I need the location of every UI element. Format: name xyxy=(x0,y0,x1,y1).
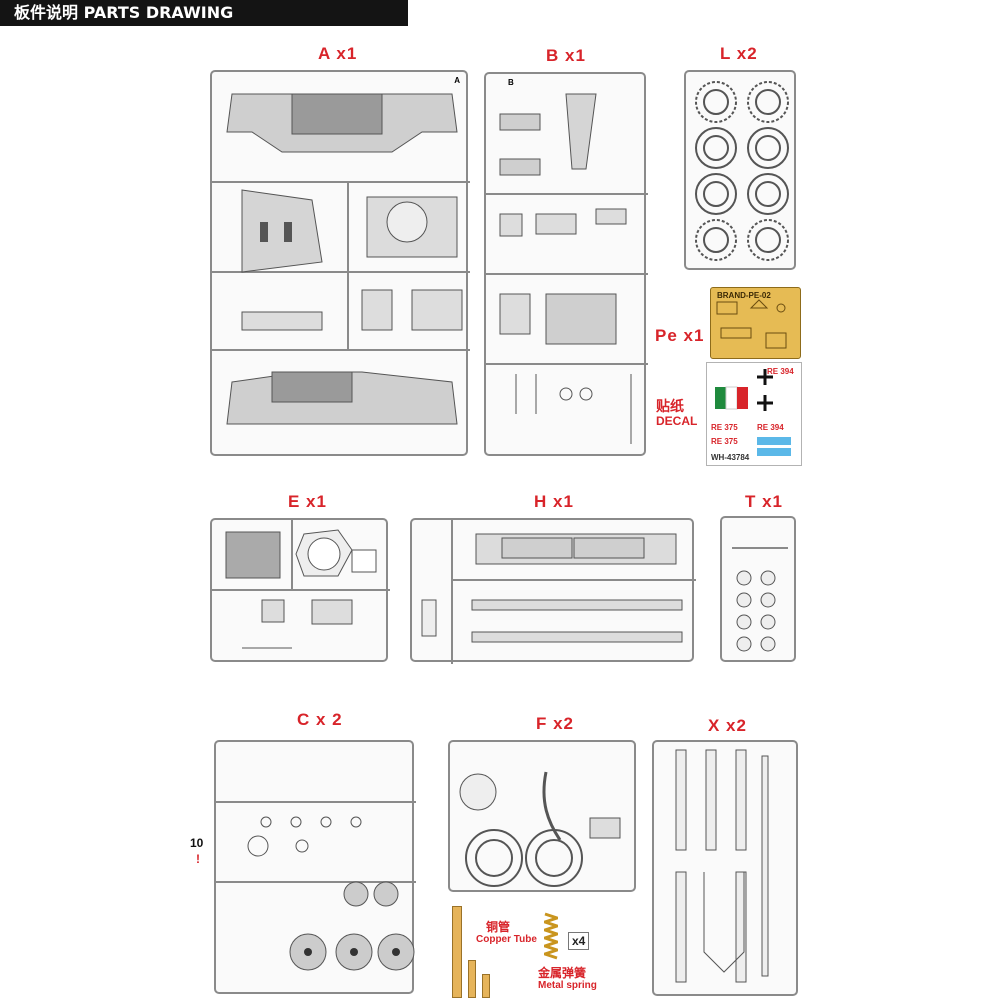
sprue-b-frame: B xyxy=(484,72,648,456)
sprue-e-frame xyxy=(210,518,390,662)
page-header: 板件说明 PARTS DRAWING xyxy=(0,0,408,26)
sprue-t-parts xyxy=(732,547,788,652)
sprue-h-parts xyxy=(421,520,696,664)
decal-code-4: RE 394 xyxy=(767,367,794,376)
sprue-x-frame xyxy=(652,740,798,996)
decal-code-2: RE 394 xyxy=(757,423,784,432)
pe-code: BRAND-PE-02 xyxy=(717,291,771,300)
sprue-h-label: H x1 xyxy=(534,492,574,511)
sprue-t-label: T x1 xyxy=(745,492,784,511)
sprue-x-parts xyxy=(675,749,769,983)
copper-tube-long xyxy=(452,906,462,998)
copper-tube-short xyxy=(482,974,490,998)
metal-spring-qty: x4 xyxy=(568,932,590,950)
decal-label-en: DECAL xyxy=(656,414,698,428)
decal-code-5: WH-43784 xyxy=(711,453,750,462)
pe-fret-parts xyxy=(716,299,787,349)
metal-spring-cn: 金属弹簧 xyxy=(538,966,587,980)
sprue-t-frame xyxy=(720,516,796,662)
sprue-x-label: X x2 xyxy=(708,716,747,735)
pe-fret: BRAND-PE-02 xyxy=(710,287,801,359)
sprue-a-label: A x1 xyxy=(318,44,358,63)
decal-sheet: RE 375 RE 394 RE 375 RE 394 WH-43784 xyxy=(706,362,802,466)
decal-label-cn: 贴纸 xyxy=(656,399,684,415)
sprue-e-parts xyxy=(212,520,390,649)
side-note-number: 10 xyxy=(190,836,204,850)
sprue-b-label: B x1 xyxy=(546,46,586,65)
sprue-b-tag: B xyxy=(508,78,514,87)
sprue-a-frame: A xyxy=(210,70,470,456)
decal-graphics xyxy=(715,369,791,456)
sprue-c-parts xyxy=(216,801,416,971)
sprue-a-tag: A xyxy=(454,76,460,85)
decal-code-1: RE 375 xyxy=(711,423,738,432)
sprue-l-label: L x2 xyxy=(720,44,758,63)
sprue-a-parts xyxy=(212,93,470,425)
sprue-e-label: E x1 xyxy=(288,492,327,511)
sprue-h-frame xyxy=(410,518,696,664)
copper-tube-cn: 铜管 xyxy=(486,920,511,934)
sprue-f-label: F x2 xyxy=(536,714,575,733)
sprue-pe-label: Pe x1 xyxy=(655,326,705,345)
copper-tube-en: Copper Tube xyxy=(476,934,537,945)
sprue-c-label: C x 2 xyxy=(297,710,343,729)
sprue-b-parts xyxy=(486,93,648,444)
sprue-c-frame xyxy=(214,740,416,994)
sprue-f-frame xyxy=(448,740,636,892)
copper-tube-medium xyxy=(468,960,476,998)
sprue-f-parts xyxy=(459,771,621,887)
decal-code-3: RE 375 xyxy=(711,437,738,446)
sprue-l-frame xyxy=(684,70,796,270)
metal-spring-en: Metal spring xyxy=(538,980,597,991)
sprue-l-parts xyxy=(695,81,789,261)
side-note-mark: ! xyxy=(196,852,200,866)
metal-spring-icon xyxy=(544,912,558,960)
